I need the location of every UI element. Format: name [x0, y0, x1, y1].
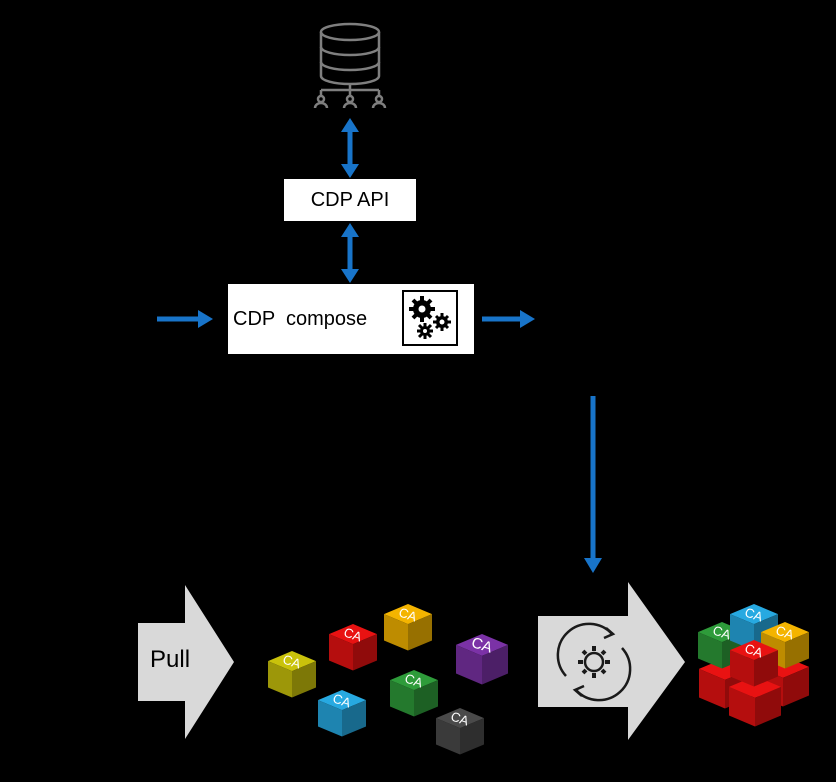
- block-label: CA: [342, 625, 364, 645]
- database-users-icon: [313, 22, 387, 109]
- arrow-into-compose: [157, 310, 213, 328]
- arrow-api-compose: [341, 223, 359, 283]
- cdp-api-box: CDP API: [284, 179, 416, 221]
- ca-block-yellow: CA: [268, 651, 316, 698]
- block-label: CA: [743, 641, 765, 661]
- compose-arrow-shape: [538, 582, 685, 740]
- ca-block-gray: CA: [436, 708, 484, 755]
- block-label: CA: [281, 652, 303, 672]
- ca-block-purple: CA: [456, 634, 508, 685]
- sync-gear-icon: [556, 622, 632, 702]
- block-label: CA: [469, 634, 494, 657]
- ca-block-blue: CA: [318, 690, 366, 737]
- gears-icon: [402, 290, 458, 346]
- cdp-compose-box: CDP compose: [228, 284, 474, 354]
- ca-block-green: CA: [390, 670, 438, 717]
- pull-label: Pull: [150, 646, 191, 673]
- block-label: CA: [403, 671, 425, 691]
- block-label: CA: [743, 605, 765, 625]
- ca-block-red: CA: [329, 624, 377, 671]
- cdp-compose-label: CDP compose: [233, 308, 368, 330]
- block-label: CA: [774, 623, 796, 643]
- stack-block-red-top: CA: [730, 640, 778, 687]
- arrow-db-api: [341, 118, 359, 178]
- arrow-out-of-compose: [482, 310, 535, 328]
- block-label: CA: [331, 691, 353, 711]
- block-label: CA: [449, 709, 471, 729]
- block-label: CA: [711, 623, 733, 643]
- block-label: CA: [397, 605, 419, 625]
- ca-block-orange: CA: [384, 604, 432, 651]
- pull-arrow-shape: [138, 585, 234, 739]
- cdp-api-label: CDP API: [310, 188, 390, 211]
- arrow-down-to-composer: [584, 396, 602, 573]
